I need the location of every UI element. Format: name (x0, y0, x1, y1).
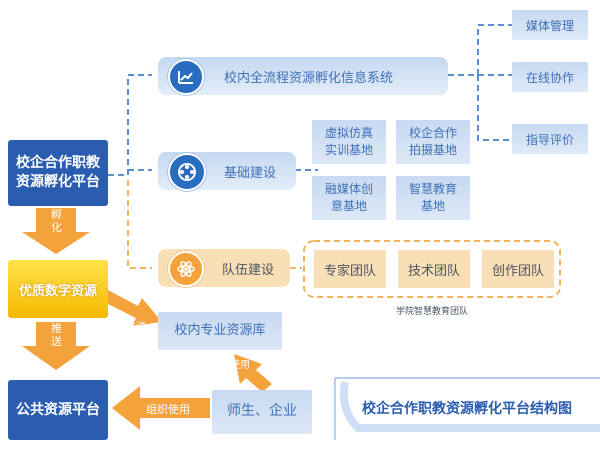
title-accent (339, 381, 600, 432)
infra-item-filming: 校企合作拍摄基地 (396, 120, 470, 164)
infra-item-virtual: 虚拟仿真实训基地 (312, 120, 386, 164)
teams-frame (303, 240, 561, 298)
film-reel-icon (168, 153, 206, 191)
quality-resources-box: 优质数字资源 (8, 260, 108, 318)
atom-icon (168, 251, 204, 287)
infra-row-label: 基础建设 (224, 165, 277, 181)
use-label: 使用 (230, 360, 250, 371)
organize-arrow (112, 386, 210, 430)
public-platform-box: 公共资源平台 (8, 380, 108, 440)
platform-box: 校企合作职教 资源孵化平台 (8, 140, 108, 206)
incubate-arrow (22, 208, 90, 254)
teams-caption: 学院智慧教育团队 (396, 307, 469, 317)
campus-library-box: 校内专业资源库 (158, 312, 282, 350)
team-expert: 专家团队 (314, 250, 386, 288)
infra-item-media: 融媒体创意基地 (312, 176, 386, 220)
push-label-left: 推送 (51, 322, 62, 348)
system-row: 校内全流程资源孵化信息系统 (158, 57, 448, 95)
tags-connector (448, 24, 512, 141)
team-creative: 创作团队 (482, 250, 554, 288)
platform-connector (108, 74, 152, 176)
push-right-arrow (104, 290, 162, 326)
team-connector (127, 180, 152, 269)
chart-icon (168, 59, 204, 95)
push-down-arrow (22, 322, 90, 370)
push-label-right: 推送 (126, 322, 146, 333)
incubate-label: 孵化 (51, 208, 62, 234)
tag-guidance-evaluation: 指导评价 (512, 124, 588, 154)
use-arrow (234, 354, 272, 392)
platform-title-line1: 校企合作职教 (16, 155, 100, 172)
teachers-enterprise-box: 师生、企业 (212, 390, 312, 434)
team-technical: 技术团队 (398, 250, 470, 288)
infra-item-smart: 智慧教育基地 (396, 176, 470, 220)
organize-use-label: 组织使用 (146, 403, 190, 416)
platform-title-line2: 资源孵化平台 (16, 174, 100, 190)
diagram-title: 校企合作职教资源孵化平台结构图 (362, 401, 572, 417)
tag-media-management: 媒体管理 (512, 10, 588, 40)
system-row-label: 校内全流程资源孵化信息系统 (224, 70, 394, 86)
team-row-label: 队伍建设 (222, 262, 275, 278)
title-frame (334, 377, 600, 440)
tag-online-collaboration: 在线协作 (512, 62, 588, 92)
